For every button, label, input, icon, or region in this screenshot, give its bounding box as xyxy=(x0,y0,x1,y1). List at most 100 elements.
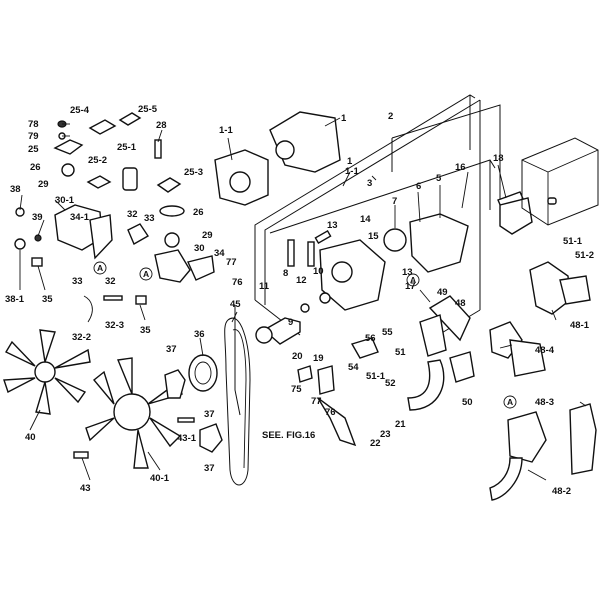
label-22: 22 xyxy=(370,438,381,449)
label-32-3: 32-3 xyxy=(105,320,124,331)
label-3: 3 xyxy=(367,178,372,189)
reference-marker-a-1 xyxy=(93,261,107,275)
label-37b: 37 xyxy=(204,409,215,420)
label-8: 8 xyxy=(283,268,288,279)
label-19: 19 xyxy=(313,353,324,364)
label-77b: 77 xyxy=(311,396,322,407)
label-25-1: 25-1 xyxy=(117,142,137,153)
label-51: 51 xyxy=(395,347,406,358)
label-48-2: 48-2 xyxy=(552,486,571,497)
thermostat-housing-group xyxy=(14,112,215,323)
label-20: 20 xyxy=(292,351,303,362)
label-12: 12 xyxy=(296,275,307,286)
marker-a-2-text: A xyxy=(143,269,149,279)
label-16: 16 xyxy=(455,162,466,173)
label-21: 21 xyxy=(395,419,406,430)
label-15: 15 xyxy=(368,231,379,242)
label-51-1b: 51-1 xyxy=(563,236,583,247)
label-17: 17 xyxy=(405,281,416,292)
label-34: 34 xyxy=(214,248,225,259)
label-48-4: 48-4 xyxy=(535,345,555,356)
label-28: 28 xyxy=(156,120,167,131)
label-78: 78 xyxy=(28,119,39,130)
leader-lines xyxy=(19,117,587,481)
label-36: 36 xyxy=(194,329,205,340)
label-79: 79 xyxy=(28,131,39,142)
label-1-1b: 1-1 xyxy=(345,166,359,177)
part-labels: 1 1-1 2 1 1-1 3 78 79 25 26 25-4 25-5 25… xyxy=(5,104,594,497)
label-77a: 77 xyxy=(226,257,237,268)
label-25-4: 25-4 xyxy=(70,105,90,116)
reference-markers: A A A A xyxy=(93,261,517,409)
label-5: 5 xyxy=(436,173,442,184)
label-11: 11 xyxy=(259,281,270,292)
label-13b: 13 xyxy=(402,267,413,278)
label-33a: 33 xyxy=(72,276,83,287)
label-55: 55 xyxy=(382,327,393,338)
pipes-hoses xyxy=(297,137,599,501)
label-40: 40 xyxy=(25,432,36,443)
label-29b: 29 xyxy=(202,230,213,241)
fan-pulley-belt xyxy=(3,317,251,486)
label-37a: 37 xyxy=(166,344,177,355)
label-6: 6 xyxy=(416,181,421,192)
label-32a: 32 xyxy=(105,276,116,287)
water-pump-bodies xyxy=(214,111,529,345)
label-51-2: 51-2 xyxy=(575,250,594,261)
label-38-1: 38-1 xyxy=(5,294,25,305)
label-25-2: 25-2 xyxy=(88,155,107,166)
reference-marker-a-2 xyxy=(139,267,153,281)
label-32b: 32 xyxy=(127,209,138,220)
label-25: 25 xyxy=(28,144,39,155)
label-35b: 35 xyxy=(140,325,151,336)
label-39: 39 xyxy=(32,212,43,223)
marker-a-4-text: A xyxy=(507,397,513,407)
marker-a-3-text: A xyxy=(410,275,416,285)
label-18: 18 xyxy=(493,153,504,164)
label-26: 26 xyxy=(30,162,41,173)
label-1: 1 xyxy=(341,113,347,124)
label-13a: 13 xyxy=(327,220,338,231)
label-56: 56 xyxy=(365,333,376,344)
label-35a: 35 xyxy=(42,294,53,305)
label-25-3: 25-3 xyxy=(184,167,203,178)
label-48: 48 xyxy=(455,298,466,309)
label-43-1: 43-1 xyxy=(177,433,197,444)
label-54: 54 xyxy=(348,362,359,373)
label-25-5: 25-5 xyxy=(138,104,158,115)
label-34-1: 34-1 xyxy=(70,212,90,223)
label-43: 43 xyxy=(80,483,91,494)
label-1-1: 1-1 xyxy=(219,125,233,136)
reference-marker-a-4 xyxy=(503,395,517,409)
label-14: 14 xyxy=(360,214,371,225)
marker-a-1-text: A xyxy=(97,263,103,273)
label-75: 75 xyxy=(291,384,302,395)
label-45: 45 xyxy=(230,299,241,310)
label-29: 29 xyxy=(38,179,49,190)
label-52: 52 xyxy=(385,378,396,389)
label-76b: 76 xyxy=(325,407,336,418)
label-30-1: 30-1 xyxy=(55,195,75,206)
see-fig-16-note: SEE. FIG.16 xyxy=(262,430,315,441)
label-26b: 26 xyxy=(193,207,204,218)
label-1b: 1 xyxy=(347,156,353,167)
label-7: 7 xyxy=(392,196,397,207)
label-48-3: 48-3 xyxy=(535,397,554,408)
label-40-1: 40-1 xyxy=(150,473,170,484)
label-2: 2 xyxy=(388,111,393,122)
label-50: 50 xyxy=(462,397,473,408)
label-10: 10 xyxy=(313,266,324,277)
label-33b: 33 xyxy=(144,213,155,224)
reference-marker-a-3 xyxy=(406,273,420,287)
label-49: 49 xyxy=(437,287,448,298)
label-51-1a: 51-1 xyxy=(366,371,386,382)
label-48-1: 48-1 xyxy=(570,320,590,331)
label-38: 38 xyxy=(10,184,21,195)
label-37c: 37 xyxy=(204,463,215,474)
label-9: 9 xyxy=(288,317,293,328)
label-23: 23 xyxy=(380,429,391,440)
label-76a: 76 xyxy=(232,277,243,288)
label-32-2: 32-2 xyxy=(72,332,91,343)
label-30: 30 xyxy=(194,243,205,254)
